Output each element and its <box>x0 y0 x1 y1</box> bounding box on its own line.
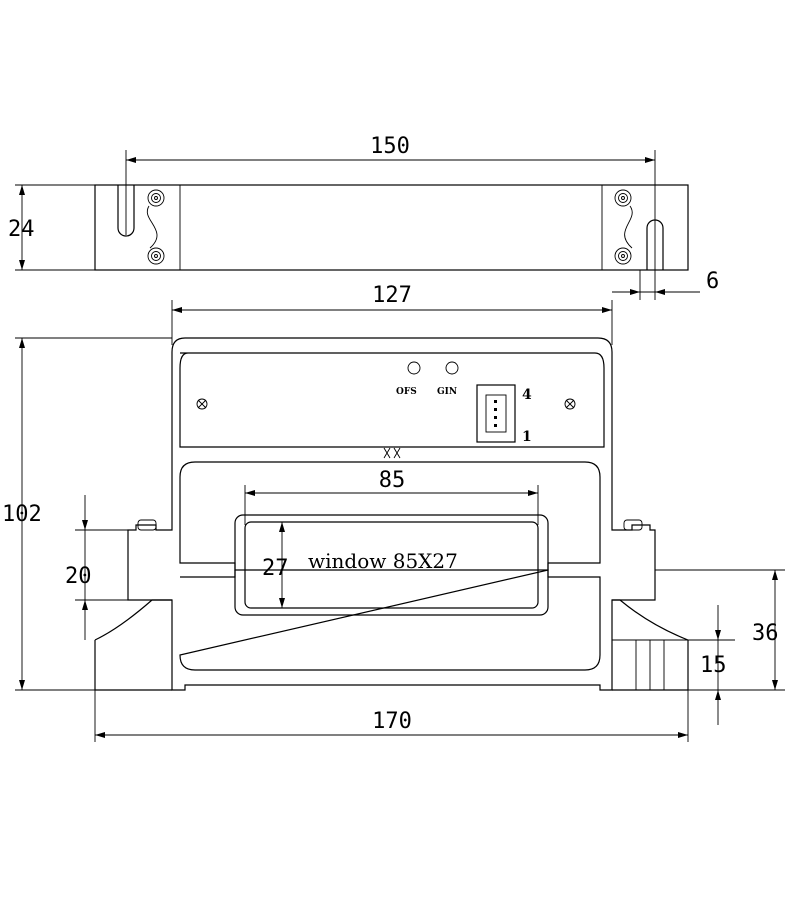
left-foot <box>94 599 172 691</box>
ofs-trimmer-icon <box>407 361 421 375</box>
dim-base-width: 170 <box>372 709 412 734</box>
dim-top-length: 150 <box>370 134 410 159</box>
dim-mount-height: 20 <box>65 564 92 589</box>
top-panel <box>179 352 605 448</box>
label-ofs: OFS <box>396 387 417 397</box>
dim-slot: 6 <box>706 269 719 294</box>
dim-window-height: 27 <box>262 556 289 581</box>
dim-window-width: 85 <box>379 468 406 493</box>
dim-side-height: 36 <box>752 621 779 646</box>
dim-inner-width: 127 <box>372 283 412 308</box>
top-body-outline <box>94 184 689 271</box>
window-inner <box>244 521 539 609</box>
dim-foot-height: 15 <box>700 653 727 678</box>
gin-trimmer-icon <box>445 361 459 375</box>
screw-icon <box>147 189 165 207</box>
dim-total-height: 102 <box>2 502 42 527</box>
pin-label-1: 1 <box>522 429 532 445</box>
front-view: 127 OFS GIN 4 1 <box>2 283 785 742</box>
label-gin: GIN <box>437 387 457 397</box>
left-slot <box>117 185 135 237</box>
lower-core <box>179 569 601 671</box>
housing-outline <box>127 337 656 691</box>
dim-top-height: 24 <box>8 217 35 242</box>
screw-icon <box>614 247 632 265</box>
top-view: 150 24 6 <box>8 134 719 300</box>
screw-icon <box>614 189 632 207</box>
pin-label-4: 4 <box>522 387 532 403</box>
connector <box>476 384 516 443</box>
window-outer <box>234 514 549 616</box>
screw-icon <box>147 247 165 265</box>
window-label: window 85X27 <box>308 549 458 573</box>
